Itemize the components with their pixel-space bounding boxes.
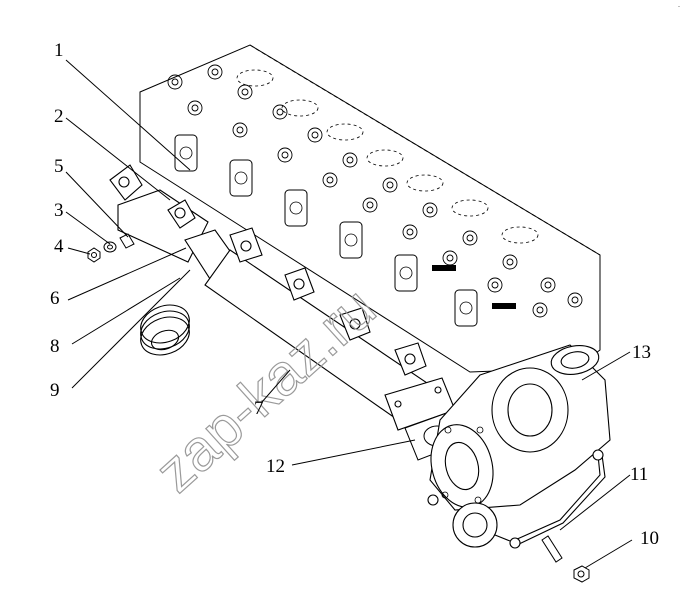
- callouts: 1 2 5 3 4 6 8 9 7 12 13 11 10: [50, 40, 659, 549]
- callout-8: 8: [50, 336, 60, 357]
- callout-13: 13: [632, 342, 651, 363]
- corner-mark: -: [678, 4, 680, 10]
- callout-11: 11: [630, 464, 648, 485]
- stud: [541, 535, 563, 563]
- callout-1: 1: [54, 40, 64, 61]
- callout-5: 5: [54, 156, 64, 177]
- cylinder-head: [139, 44, 601, 373]
- nut-part-4: [87, 247, 101, 263]
- washer-part-3: [103, 241, 117, 253]
- nut: [573, 565, 590, 583]
- turbocharger: [427, 344, 611, 548]
- callout-4: 4: [54, 236, 64, 257]
- sleeve-part-5: [119, 233, 135, 249]
- callout-10: 10: [640, 528, 659, 549]
- callout-3: 3: [54, 200, 64, 221]
- exhaust-manifold-front: [109, 164, 209, 263]
- callout-2: 2: [54, 106, 64, 127]
- exhaust-manifold-rear: [204, 227, 456, 431]
- callout-12: 12: [266, 456, 285, 477]
- callout-7: 7: [254, 398, 264, 419]
- small-parts: [87, 233, 135, 263]
- leader-lines: [65, 59, 633, 569]
- callout-9: 9: [50, 380, 60, 401]
- oil-drain-line: [509, 449, 606, 549]
- callout-6: 6: [50, 288, 60, 309]
